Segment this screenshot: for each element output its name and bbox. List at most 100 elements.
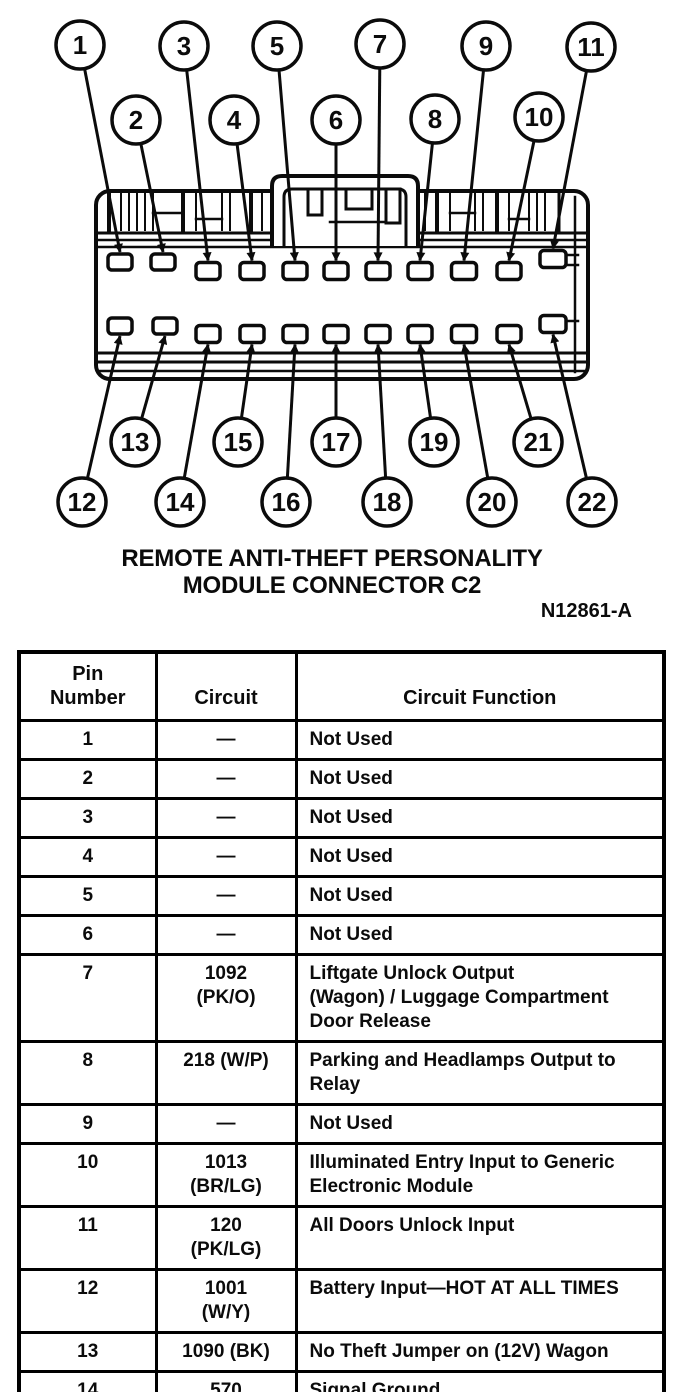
callout-circle bbox=[56, 476, 108, 528]
callout-number: 14 bbox=[166, 487, 195, 517]
pin-square bbox=[449, 323, 479, 345]
circuit-function-cell: No Theft Jumper on (12V) Wagon bbox=[294, 1331, 666, 1373]
circuit-function-cell: Illuminated Entry Input to Generic Elect… bbox=[294, 1142, 666, 1208]
callout-number: 5 bbox=[270, 31, 284, 61]
leader-line bbox=[86, 335, 123, 478]
leaders-layer bbox=[83, 68, 588, 478]
pin-square bbox=[281, 323, 309, 345]
callout-number: 7 bbox=[373, 29, 387, 59]
callout-number: 9 bbox=[479, 31, 493, 61]
callout-circle bbox=[409, 93, 461, 145]
leader-line bbox=[277, 70, 299, 262]
callout-number: 8 bbox=[428, 104, 442, 134]
leader-line bbox=[373, 68, 383, 262]
callout-number: 20 bbox=[478, 487, 507, 517]
callout-circle bbox=[212, 416, 264, 468]
circuit-function-cell: Not Used bbox=[294, 836, 666, 878]
table-row: 6—Not Used bbox=[17, 914, 666, 956]
pin-number-cell: 2 bbox=[17, 758, 158, 800]
callout-circle bbox=[109, 416, 161, 468]
pin-table-header: Pin Number Circuit Circuit Function bbox=[17, 650, 666, 722]
callout-number: 13 bbox=[121, 427, 150, 457]
pin-number-cell: 3 bbox=[17, 797, 158, 839]
callout-circle bbox=[466, 476, 518, 528]
pin-number-cell: 12 bbox=[17, 1268, 158, 1334]
pin-square bbox=[149, 252, 177, 272]
pin-square bbox=[495, 323, 523, 345]
circuit-function-cell: Battery Input—HOT AT ALL TIMES bbox=[294, 1268, 666, 1334]
callout-circle bbox=[408, 416, 460, 468]
circuit-cell: — bbox=[154, 719, 298, 761]
pin-square bbox=[194, 260, 222, 282]
pin-square bbox=[238, 260, 266, 282]
leader-line bbox=[240, 343, 256, 418]
pin-square bbox=[106, 316, 134, 336]
callout-number: 19 bbox=[420, 427, 449, 457]
leader-line bbox=[460, 343, 490, 478]
pin-square bbox=[194, 323, 222, 345]
circuit-cell: — bbox=[154, 758, 298, 800]
callout-number: 3 bbox=[177, 31, 191, 61]
circuit-cell: — bbox=[154, 1103, 298, 1145]
leader-line bbox=[182, 343, 212, 478]
callout-circle bbox=[154, 476, 206, 528]
pin-table: Pin Number Circuit Circuit Function 1—No… bbox=[17, 650, 666, 1392]
callout-number: 11 bbox=[577, 32, 605, 62]
leader-line bbox=[550, 71, 588, 250]
header-pin-number: Pin Number bbox=[17, 650, 158, 722]
pin-square bbox=[238, 323, 266, 345]
callout-circle bbox=[208, 94, 260, 146]
callout-circle bbox=[460, 20, 512, 72]
pin-number-cell: 11 bbox=[17, 1205, 158, 1271]
pin-number-cell: 9 bbox=[17, 1103, 158, 1145]
callout-number: 1 bbox=[73, 30, 87, 60]
figure-caption: REMOTE ANTI-THEFT PERSONALITY MODULE CON… bbox=[121, 545, 543, 599]
pin-number-cell: 7 bbox=[17, 953, 158, 1043]
table-row: 9—Not Used bbox=[17, 1103, 666, 1145]
pin-square bbox=[322, 323, 350, 345]
callout-number: 21 bbox=[524, 427, 553, 457]
circuit-function-cell: Not Used bbox=[294, 914, 666, 956]
pin-square bbox=[364, 260, 392, 282]
pin-number-cell: 13 bbox=[17, 1331, 158, 1373]
pin-square bbox=[151, 316, 179, 336]
callout-circle bbox=[158, 20, 210, 72]
figure-reference: N12861-A bbox=[540, 600, 632, 622]
header-circuit-function: Circuit Function bbox=[294, 650, 666, 722]
table-row: 4—Not Used bbox=[17, 836, 666, 878]
header-circuit: Circuit bbox=[154, 650, 298, 722]
callout-number: 15 bbox=[224, 427, 253, 457]
keying-tab bbox=[270, 174, 420, 248]
circuit-function-cell: All Doors Unlock Input bbox=[294, 1205, 666, 1271]
leader-line bbox=[416, 143, 434, 262]
pin-square bbox=[106, 252, 134, 272]
leader-line bbox=[140, 335, 168, 419]
circuit-cell: 218 (W/P) bbox=[154, 1040, 298, 1106]
callout-number: 2 bbox=[129, 105, 143, 135]
circuit-cell: — bbox=[154, 914, 298, 956]
circuit-function-cell: Liftgate Unlock Output (Wagon) / Luggage… bbox=[294, 953, 666, 1043]
circuit-cell: — bbox=[154, 875, 298, 917]
callout-number: 18 bbox=[373, 487, 402, 517]
callout-number: 6 bbox=[329, 105, 343, 135]
circuit-function-cell: Not Used bbox=[294, 1103, 666, 1145]
circuit-function-cell: Signal Ground bbox=[294, 1370, 666, 1392]
circuit-function-cell: Not Used bbox=[294, 758, 666, 800]
callout-number: 22 bbox=[578, 487, 607, 517]
callout-circle bbox=[512, 416, 564, 468]
pin-square bbox=[538, 313, 568, 335]
pin-number-cell: 14 bbox=[17, 1370, 158, 1392]
callout-number: 4 bbox=[227, 105, 242, 135]
leader-line bbox=[139, 144, 166, 253]
leader-line bbox=[235, 144, 256, 262]
pin-square bbox=[406, 260, 434, 282]
pin-square bbox=[495, 260, 523, 282]
callout-number: 10 bbox=[525, 102, 554, 132]
callout-circle bbox=[110, 94, 162, 146]
